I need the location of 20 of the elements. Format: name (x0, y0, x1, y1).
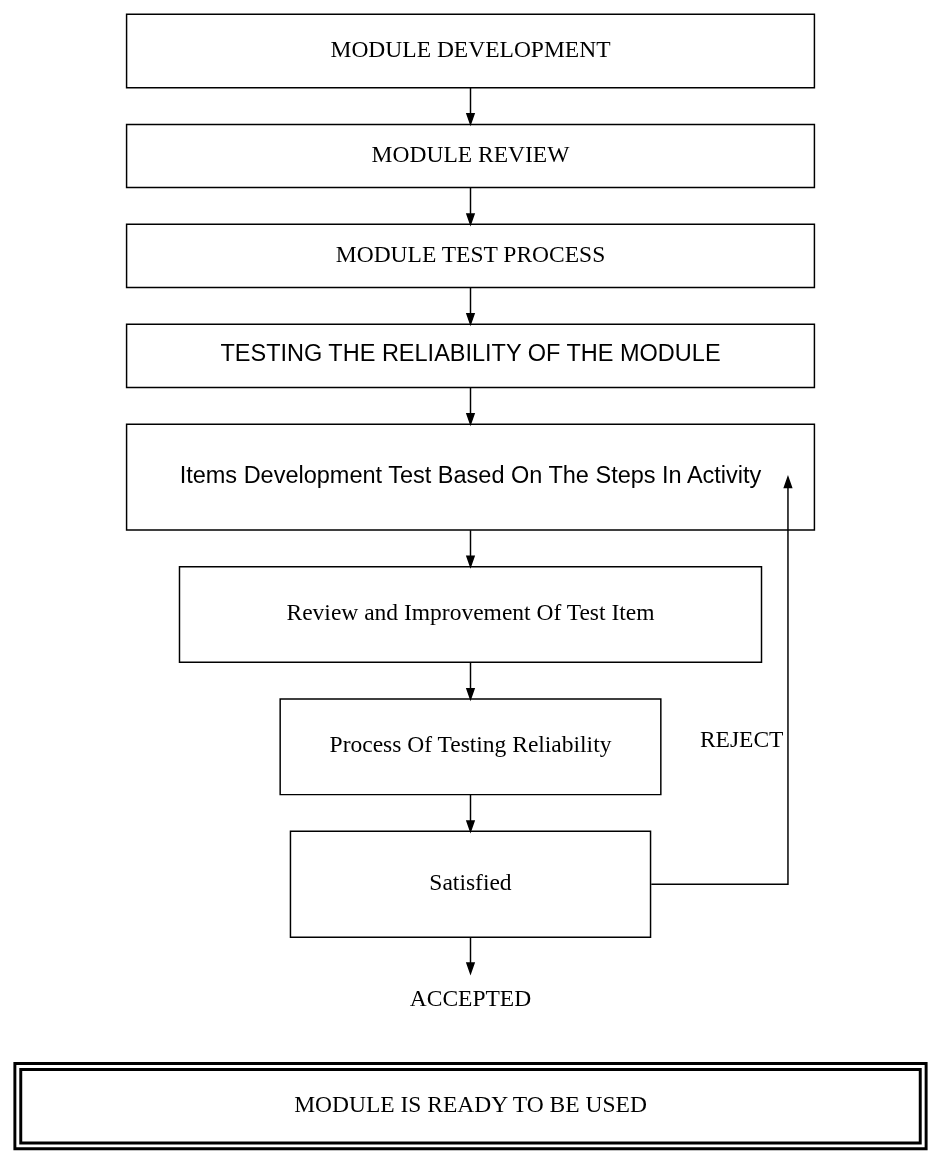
node-box: MODULE DEVELOPMENT (125, 13, 816, 89)
node-box: TESTING THE RELIABILITY OF THE MODULE (125, 323, 816, 389)
node-box: Process Of Testing Reliability (279, 698, 662, 796)
arrow (465, 529, 476, 569)
node-box: Satisfied (289, 830, 652, 938)
node-box: Review and Improvement Of Test Item (178, 566, 763, 664)
arrow (465, 661, 476, 702)
arrow (465, 186, 476, 227)
arrow (465, 86, 476, 127)
arrow (650, 474, 793, 885)
arrow (465, 387, 476, 427)
arrow (465, 794, 476, 834)
node-box: Items Development Test Based On The Steps In Activity (125, 423, 816, 531)
node-box: MODULE IS READY TO BE USED (13, 1062, 928, 1151)
edge-label: REJECT (699, 725, 784, 752)
arrow (465, 286, 476, 327)
node-box: MODULE REVIEW (125, 123, 816, 189)
arrow (465, 936, 476, 976)
node-box: MODULE TEST PROCESS (125, 223, 816, 289)
node-text: ACCEPTED (409, 984, 532, 1011)
